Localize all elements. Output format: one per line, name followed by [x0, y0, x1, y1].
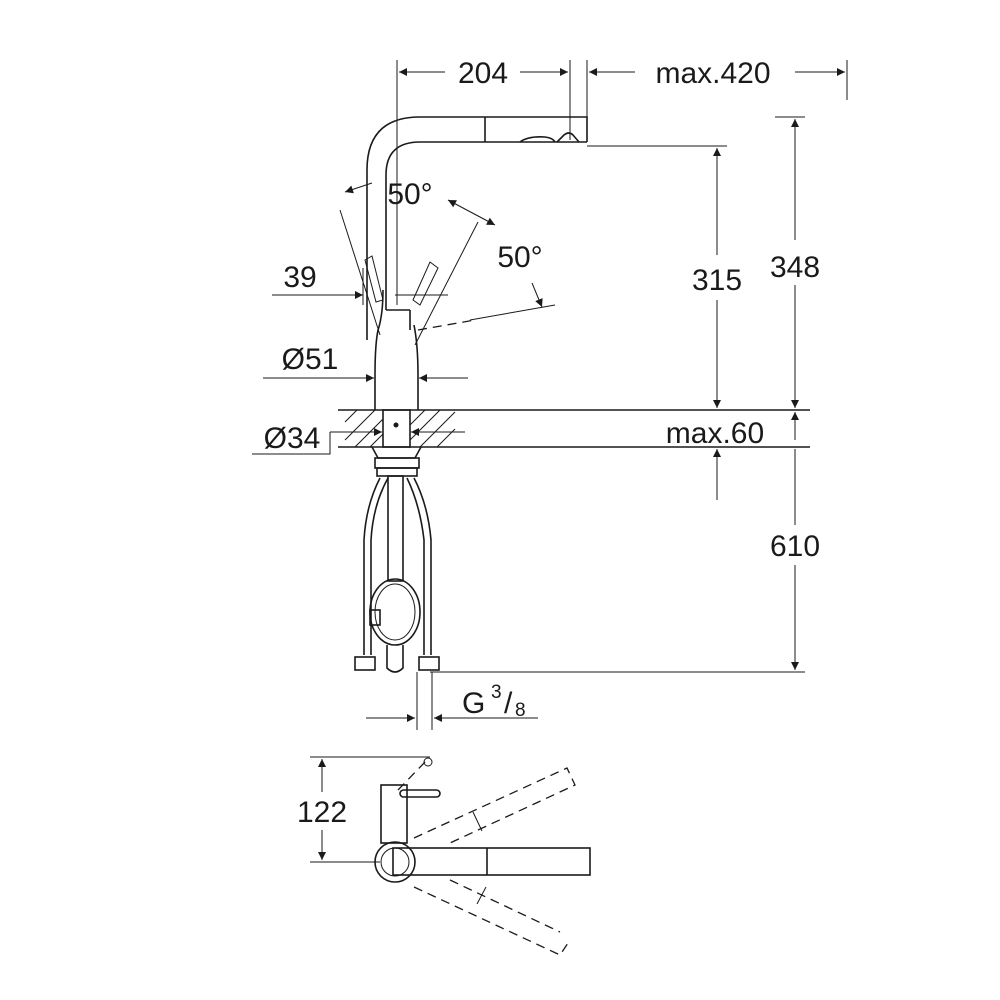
dim-handle-offset: 39	[272, 261, 448, 305]
dim-shank-diameter: Ø34	[252, 422, 465, 455]
handle-positions: 50° 50°	[339, 178, 556, 346]
label-thread-den: 8	[515, 700, 526, 721]
hoses-and-cartridge	[354, 446, 440, 730]
dim-counter-thickness: max.60	[666, 412, 799, 500]
label-315: 315	[692, 264, 742, 297]
label-max-60: max.60	[666, 417, 764, 450]
label-610: 610	[770, 530, 820, 563]
dim-pull-out: max.420	[586, 57, 848, 140]
top-view: 122	[297, 756, 591, 956]
dim-body-diameter: Ø51	[263, 343, 468, 382]
label-122: 122	[297, 796, 347, 829]
label-max-420: max.420	[655, 57, 770, 90]
countertop	[338, 409, 810, 448]
faucet-spout	[366, 116, 588, 340]
label-d51: Ø51	[282, 343, 339, 376]
label-39: 39	[283, 261, 316, 294]
faucet-body	[374, 289, 419, 410]
label-348: 348	[770, 251, 820, 284]
label-thread-g: G	[462, 687, 485, 720]
dim-outlet-height: 315	[587, 145, 742, 408]
label-angle-left: 50°	[387, 178, 432, 211]
dim-connection-thread: G 3 / 8	[366, 682, 538, 722]
label-thread-num: 3	[491, 682, 502, 703]
label-204: 204	[458, 57, 508, 90]
label-angle-right: 50°	[497, 241, 542, 274]
dim-hose-length: 610	[430, 449, 820, 673]
label-d34: Ø34	[264, 422, 321, 455]
dim-spout-reach: 204	[396, 57, 571, 305]
thread-slash: /	[504, 687, 513, 720]
dim-total-height: 348	[770, 116, 820, 408]
